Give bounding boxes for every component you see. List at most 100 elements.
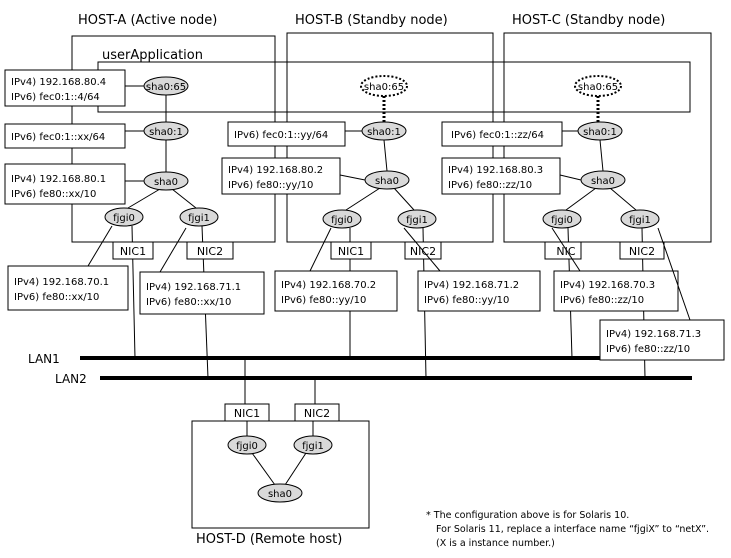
b-fjgi1-ipv4: IPv4) 192.168.71.2 <box>424 280 519 291</box>
a-callout-fjgi0-ptr <box>87 225 113 267</box>
b-fjgi0-ipv4: IPv4) 192.168.70.2 <box>281 280 376 291</box>
c-callout-fjgi1-ptr <box>657 227 691 321</box>
note-line-3: (X is a instance number.) <box>436 538 555 549</box>
host-c-title: HOST-C (Standby node) <box>512 13 665 28</box>
b-fjgi1-label: fjgi1 <box>406 215 428 226</box>
b-nic1-label: NIC1 <box>338 245 364 258</box>
c-sha1-ipv6: IPv6) fec0:1::zz/64 <box>451 130 544 141</box>
lan1-label: LAN1 <box>28 352 60 366</box>
b-sha0-1-label: sha0:1 <box>367 127 401 138</box>
c-callout-fjgi0-ptr <box>551 227 581 272</box>
b-nic1-box <box>330 241 372 260</box>
a-sha0-ipv6: IPv6) fe80::xx/10 <box>11 189 96 200</box>
d-sha0-label: sha0 <box>268 489 292 500</box>
b-sha0-label: sha0 <box>375 176 399 187</box>
c-sha0-65-label: sha0:65 <box>578 82 618 93</box>
a-link-sha0-fjgi0 <box>127 188 161 209</box>
a-sha0-callout <box>4 163 126 205</box>
a-fjgi0-callout <box>7 265 129 311</box>
a-nic2-box <box>186 241 234 260</box>
host-d-frame <box>191 420 370 529</box>
a-sha0-1-label: sha0:1 <box>149 127 183 138</box>
b-callout-sha0-ptr <box>339 174 366 181</box>
b-sha0-callout <box>221 157 341 195</box>
b-sha1-callout <box>227 121 346 147</box>
c-fjgi0-label: fjgi0 <box>551 215 573 226</box>
d-fjgi1-label: fjgi1 <box>302 441 324 452</box>
c-fjgi0-node <box>542 209 582 229</box>
c-nic2-label: NIC2 <box>629 245 655 258</box>
b-fjgi1-ipv6: IPv6) fe80::yy/10 <box>424 295 509 306</box>
c-nic2-box <box>619 241 665 260</box>
a-sha0-label: sha0 <box>154 177 178 188</box>
d-fjgi0-label: fjgi0 <box>236 441 258 452</box>
b-callout-fjgi1-ptr <box>403 227 441 272</box>
note-line-1: * The configuration above is for Solaris… <box>426 510 629 521</box>
c-sha0-callout <box>441 157 561 195</box>
note-line-2: For Solaris 11, replace a interface name… <box>436 524 709 535</box>
c-sha0-1-label: sha0:1 <box>583 127 617 138</box>
c-link-sha0-fjgi1 <box>609 187 637 211</box>
user-application-label: userApplication <box>102 48 203 63</box>
a-fjgi0-node <box>104 207 144 227</box>
b-fjgi1-callout <box>417 270 541 312</box>
c-fjgi1-label: fjgi1 <box>629 215 651 226</box>
a-fjgi1-node <box>179 207 219 227</box>
c-sha0-ipv4: IPv4) 192.168.80.3 <box>448 165 543 176</box>
d-link-fjgi1-sha0 <box>284 452 307 486</box>
b-sha1-ipv6: IPv6) fec0:1::yy/64 <box>234 130 328 141</box>
a-sha65-callout <box>4 69 126 107</box>
b-nic2-label: NIC2 <box>410 245 436 258</box>
d-fjgi1-node <box>293 435 333 455</box>
b-link-sha0-fjgi0 <box>345 187 381 211</box>
d-nic1-label: NIC1 <box>234 407 260 420</box>
c-nic1-box <box>544 241 582 260</box>
c-link-sha0-fjgi0 <box>565 187 597 211</box>
b-sha0-65-label: sha0:65 <box>364 82 404 93</box>
a-sha65-ipv6: IPv6) fec0:1::4/64 <box>11 92 100 103</box>
c-sha0-label: sha0 <box>591 176 615 187</box>
a-sha65-ipv4: IPv4) 192.168.80.4 <box>11 77 106 88</box>
a-callout-fjgi1-ptr <box>159 227 187 273</box>
a-fjgi1-ipv6: IPv6) fe80::xx/10 <box>146 297 231 308</box>
b-fjgi0-callout <box>274 270 398 312</box>
b-sha0-65-node <box>360 75 408 97</box>
a-nic1-box <box>112 241 154 260</box>
a-fjgi0-ipv6: IPv6) fe80::xx/10 <box>14 292 99 303</box>
a-link-sha0-fjgi1 <box>171 188 197 209</box>
a-nic2-label: NIC2 <box>197 245 223 258</box>
host-b-title: HOST-B (Standby node) <box>295 13 448 28</box>
host-a-title: HOST-A (Active node) <box>78 13 217 28</box>
d-sha0-node <box>257 483 303 503</box>
c-fjgi1-node <box>620 209 660 229</box>
lan2-label: LAN2 <box>55 372 87 386</box>
a-fjgi1-ipv4: IPv4) 192.168.71.1 <box>146 282 241 293</box>
a-fjgi1-callout <box>139 271 265 315</box>
a-fjgi0-label: fjgi0 <box>113 213 135 224</box>
c-sha0-65-node <box>574 75 622 97</box>
a-fjgi1-label: fjgi1 <box>188 213 210 224</box>
a-sha0-ipv4: IPv4) 192.168.80.1 <box>11 174 106 185</box>
c-fjgi0-ipv6: IPv6) fe80::zz/10 <box>560 295 644 306</box>
d-fjgi0-node <box>227 435 267 455</box>
c-nic1-label: NIC <box>556 245 575 258</box>
c-sha0-ipv6: IPv6) fe80::zz/10 <box>448 180 532 191</box>
c-link-1-sha0 <box>599 139 604 172</box>
a-sha1-ipv6: IPv6) fec0:1::xx/64 <box>11 132 105 143</box>
b-link-sha0-fjgi1 <box>393 187 415 211</box>
b-fjgi0-ipv6: IPv6) fe80::yy/10 <box>281 295 366 306</box>
c-fjgi1-callout <box>599 319 725 361</box>
d-nic2-box <box>294 403 340 422</box>
c-fjgi1-ipv4: IPv4) 192.168.71.3 <box>606 329 701 340</box>
c-callout-sha0-ptr <box>559 174 582 181</box>
b-fjgi0-node <box>322 209 362 229</box>
c-fjgi0-callout <box>553 270 679 312</box>
b-link-1-sha0 <box>383 139 388 172</box>
c-sha1-callout <box>441 121 563 147</box>
c-fjgi0-ipv4: IPv4) 192.168.70.3 <box>560 280 655 291</box>
b-fjgi0-label: fjgi0 <box>331 215 353 226</box>
a-sha0-65-label: sha0:65 <box>146 82 186 93</box>
b-sha0-ipv4: IPv4) 192.168.80.2 <box>228 165 323 176</box>
